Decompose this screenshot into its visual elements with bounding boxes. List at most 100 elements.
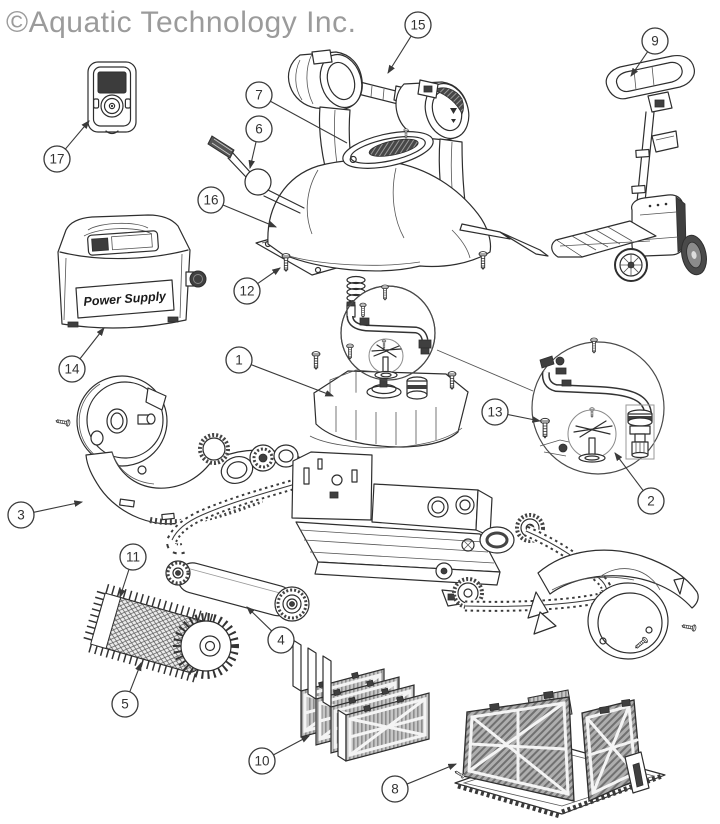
callout-4-wheel-tube: 4: [246, 606, 295, 654]
callout-number: 8: [391, 782, 399, 797]
callout-5-brush-roller: 5: [111, 661, 142, 718]
side-plate-right: [527, 549, 699, 660]
callout-bubble: [641, 27, 669, 55]
drive-rollers: [198, 433, 299, 484]
leader-line: [119, 569, 130, 599]
callout-number: 17: [49, 152, 64, 167]
leader-line: [248, 141, 257, 170]
callout-6-pin: 6: [245, 115, 273, 170]
callout-number: 3: [17, 508, 25, 523]
callout-number: 7: [255, 88, 263, 103]
callout-bubble: [245, 81, 273, 109]
callout-16-cover-plate: 16: [197, 186, 278, 228]
callout-number: 6: [255, 122, 263, 137]
leader-line: [507, 414, 542, 423]
screw: [281, 253, 291, 273]
filter-panels: [292, 639, 430, 762]
leader-line: [246, 606, 273, 632]
callout-bubble: [267, 626, 295, 654]
callout-bubble: [404, 11, 432, 39]
impeller-detail-left: [340, 285, 436, 381]
callout-11-brush: 11: [119, 543, 147, 599]
lid-grille: [368, 138, 419, 157]
float-grille: [433, 87, 464, 115]
callout-14-power-supply: 14: [58, 327, 105, 383]
callout-bubble: [381, 775, 409, 803]
leader-line: [250, 364, 335, 397]
callout-bubble: [233, 277, 261, 305]
callout-bubble: [481, 398, 509, 426]
callout-number: 12: [239, 284, 254, 299]
leader-line: [129, 661, 142, 693]
leader-line: [257, 267, 281, 285]
leader-line: [64, 120, 90, 150]
callout-bubble: [245, 115, 273, 143]
callout-bubble: [197, 186, 225, 214]
cover-shell: [267, 159, 492, 272]
pin: [207, 135, 305, 214]
chassis: [291, 451, 501, 607]
callout-1-motor-unit: 1: [225, 346, 335, 397]
callout-13-hose-detail: 13: [481, 398, 542, 426]
motor-unit: [309, 369, 469, 449]
callout-3-side-plate-assembly: 3: [7, 500, 84, 529]
cover-assembly: [255, 131, 549, 276]
callout-number: 16: [203, 193, 218, 208]
callout-number: 4: [277, 633, 285, 648]
hose-detail-right: [531, 341, 665, 475]
leader-line: [387, 35, 412, 74]
filter-basket: [454, 689, 666, 819]
detail-link-line: [436, 349, 534, 392]
wheel-tube: [165, 560, 310, 622]
leader-line: [406, 763, 458, 785]
callout-bubble: [43, 145, 71, 173]
brand-watermark: ©Aquatic Technology Inc.: [6, 6, 357, 39]
caddy-cart: [551, 54, 707, 282]
callout-bubble: [7, 501, 35, 529]
leader-line: [79, 327, 105, 360]
callout-2-impeller: 2: [614, 452, 665, 515]
leader-line: [614, 452, 644, 491]
ps-knob: [189, 270, 207, 288]
callout-8-filter-basket: 8: [381, 763, 458, 803]
leader-line: [273, 735, 310, 756]
callout-bubble: [58, 355, 86, 383]
remote-dpad: [110, 104, 114, 108]
callout-10-filter-panels: 10: [248, 735, 310, 775]
callout-number: 13: [487, 405, 502, 420]
basket-wall-left: [462, 690, 575, 802]
top-lid: [342, 131, 434, 169]
callout-bubble: [119, 543, 147, 571]
callout-number: 2: [647, 494, 655, 509]
leader-line: [222, 204, 278, 228]
ps-label-plate: [75, 279, 175, 319]
remote-screen: [97, 71, 127, 94]
ps-display: [87, 230, 159, 256]
leader-line: [33, 500, 84, 513]
leader-line: [630, 51, 649, 77]
callout-bubble: [637, 487, 665, 515]
callout-number: 14: [64, 362, 80, 377]
callout-number: 1: [235, 353, 243, 368]
remote-control: [87, 61, 137, 135]
callout-9-caddy-cart: 9: [630, 27, 669, 77]
brush-roller: [82, 583, 239, 683]
callout-17-remote-control: 17: [43, 120, 90, 173]
callout-7-top-lid: 7: [245, 81, 348, 144]
callout-number: 10: [254, 754, 269, 769]
callout-number: 9: [651, 34, 659, 49]
callout-number: 11: [126, 550, 140, 565]
callout-12-screw: 12: [233, 267, 281, 305]
filter-panel: [337, 692, 430, 762]
leader-line: [270, 100, 348, 144]
callout-number: 15: [410, 18, 425, 33]
callout-bubble: [111, 690, 139, 718]
callout-bubble: [225, 346, 253, 374]
power-supply: Power Supply: [57, 214, 207, 329]
callout-15-handle-float-assembly: 15: [387, 11, 432, 74]
callout-bubble: [248, 747, 276, 775]
power-supply-label: Power Supply: [83, 289, 167, 309]
